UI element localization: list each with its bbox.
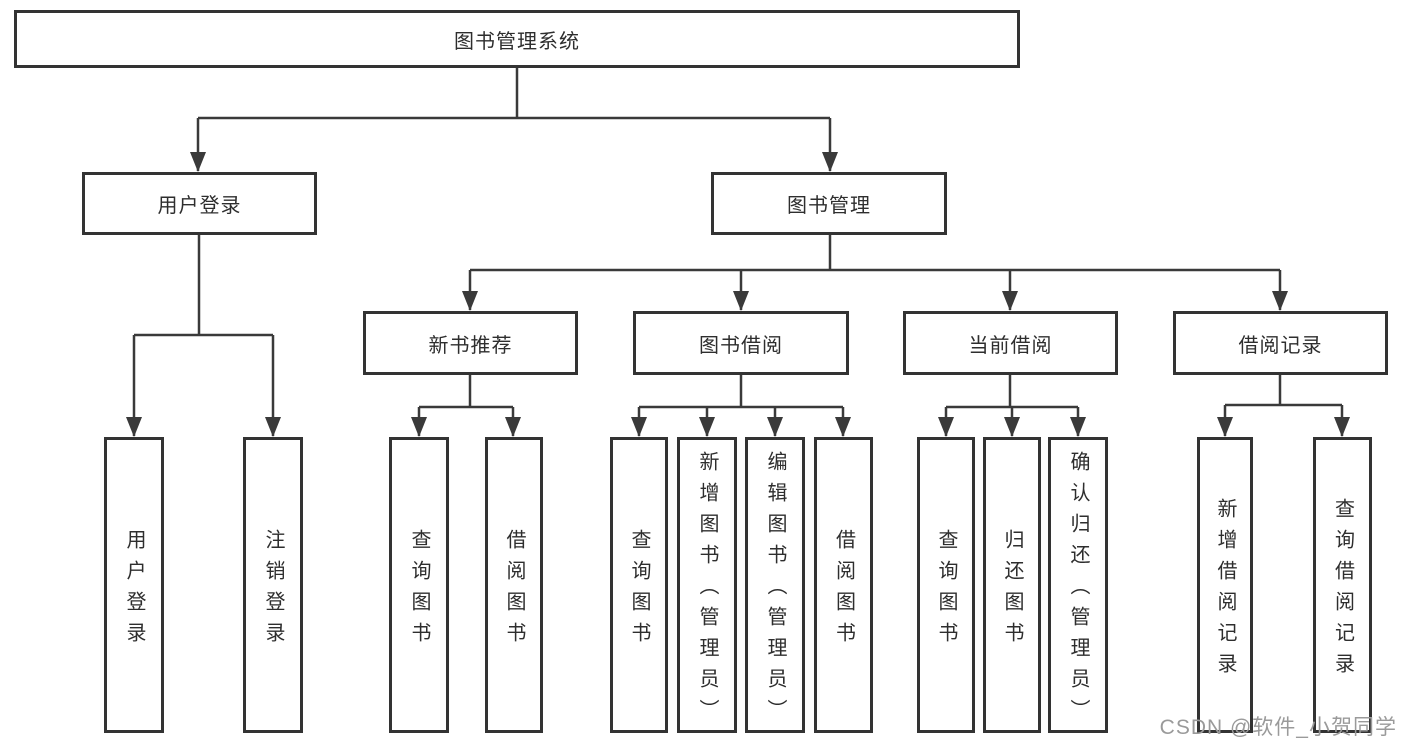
node-current-borrow: 当前借阅 <box>903 311 1118 375</box>
node-label: 查询借阅记录 <box>1331 497 1354 684</box>
connector-borrow-records-children <box>1217 375 1350 437</box>
node-label: 借阅图书 <box>832 528 855 653</box>
node-cb-return-book: 归还图书 <box>983 437 1041 733</box>
node-bb-borrow-book: 借阅图书 <box>814 437 873 733</box>
node-label: 查询图书 <box>408 528 430 653</box>
node-login: 用户登录 <box>104 437 164 733</box>
node-root: 图书管理系统 <box>14 10 1020 68</box>
node-label: 借阅图书 <box>503 528 525 653</box>
node-br-add-record: 新增借阅记录 <box>1197 437 1253 733</box>
node-bb-edit-book-admin: 编辑图书（管理员） <box>745 437 805 733</box>
node-rec-query-book: 查询图书 <box>389 437 449 733</box>
node-new-book-rec: 新书推荐 <box>363 311 578 375</box>
node-label: 新增图书（管理员） <box>696 451 718 730</box>
node-rec-borrow-book: 借阅图书 <box>485 437 543 733</box>
connector-new-book-rec-children <box>411 375 521 437</box>
node-label: 注销登录 <box>262 528 284 653</box>
node-label: 新书推荐 <box>428 334 513 357</box>
node-bb-add-book-admin: 新增图书（管理员） <box>677 437 737 733</box>
node-book-mgmt: 图书管理 <box>711 172 947 235</box>
node-borrow-records: 借阅记录 <box>1173 311 1388 375</box>
node-label: 用户登录 <box>123 528 145 653</box>
node-cb-confirm-return-admin: 确认归还（管理员） <box>1048 437 1108 733</box>
node-label: 查询图书 <box>935 528 957 653</box>
connector-user-login-children <box>126 235 281 437</box>
connector-root-to-level2 <box>190 68 838 172</box>
node-label: 借阅记录 <box>1238 334 1323 357</box>
connector-book-borrow-children <box>631 375 851 437</box>
node-label: 图书借阅 <box>699 334 783 357</box>
node-logout: 注销登录 <box>243 437 303 733</box>
node-label: 图书管理系统 <box>454 30 580 53</box>
node-label: 当前借阅 <box>968 334 1053 357</box>
node-cb-query-book: 查询图书 <box>917 437 975 733</box>
connector-current-borrow-children <box>938 375 1086 437</box>
node-label: 归还图书 <box>1001 528 1023 653</box>
node-br-query-record: 查询借阅记录 <box>1313 437 1372 733</box>
node-label: 新增借阅记录 <box>1214 497 1236 684</box>
node-label: 图书管理 <box>787 195 871 217</box>
watermark: CSDN @软件_小贺同学 <box>1159 716 1397 739</box>
node-label: 编辑图书（管理员） <box>764 451 786 730</box>
node-user-login: 用户登录 <box>82 172 317 235</box>
connector-book-mgmt-children <box>462 235 1288 311</box>
node-label: 确认归还（管理员） <box>1067 451 1089 730</box>
node-label: 用户登录 <box>157 195 242 217</box>
node-book-borrow: 图书借阅 <box>633 311 849 375</box>
node-label: 查询图书 <box>628 528 650 653</box>
node-bb-query-book: 查询图书 <box>610 437 668 733</box>
